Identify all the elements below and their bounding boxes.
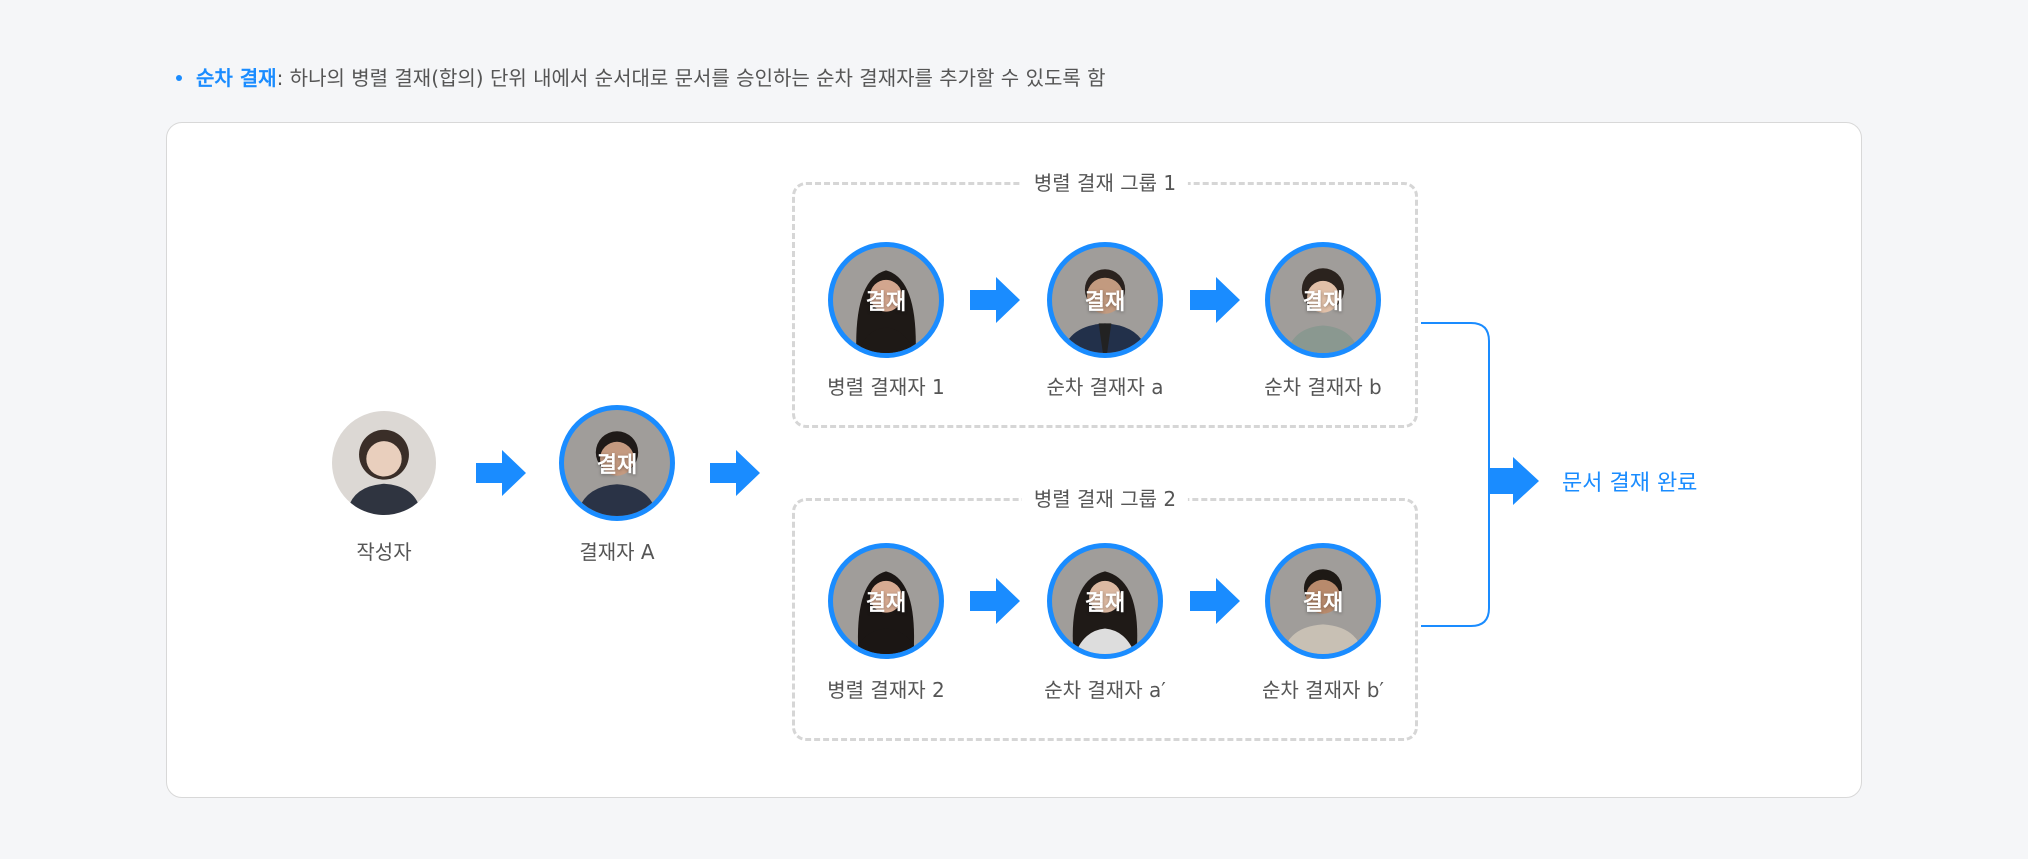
bullet-dot [176, 74, 182, 81]
approval-badge: 결재 [1084, 591, 1126, 616]
approver-label: 병렬 결재자 1 [827, 375, 945, 399]
author-avatar [332, 411, 436, 515]
group-title: 병렬 결재 그룹 1 [1021, 169, 1189, 197]
arrow-right-icon [970, 277, 1020, 323]
parallel-approver-1-avatar: 결재 [828, 242, 944, 358]
person-icon [854, 571, 918, 654]
approval-complete-label: 문서 결재 완료 [1562, 471, 1698, 496]
person-icon [576, 431, 658, 516]
author-label: 작성자 [356, 540, 412, 564]
description-bullet: 순차 결재: 하나의 병렬 결재(합의) 단위 내에서 순서대로 문서를 승인하… [176, 64, 1106, 92]
approval-badge: 결재 [1302, 591, 1344, 616]
sequential-approver-b-avatar: 결재 [1265, 242, 1381, 358]
arrow-right-icon [1190, 277, 1240, 323]
person-icon [1062, 269, 1148, 353]
approver-label: 순차 결재자 b [1264, 375, 1382, 399]
approval-badge: 결재 [1084, 290, 1126, 315]
arrow-right-icon [710, 450, 760, 496]
sequential-approver-a-avatar: 결재 [1047, 242, 1163, 358]
description-term: 순차 결재 [196, 66, 277, 90]
arrow-right-icon [1489, 457, 1539, 505]
approval-badge: 결재 [1302, 290, 1344, 315]
approval-badge: 결재 [865, 591, 907, 616]
group-title: 병렬 결재 그룹 2 [1021, 485, 1189, 513]
person-icon [346, 429, 422, 515]
approver-a-label: 결재자 A [579, 540, 655, 564]
approver-label: 순차 결재자 a′ [1044, 678, 1166, 702]
approval-badge: 결재 [865, 290, 907, 315]
arrow-right-icon [476, 450, 526, 496]
flow-diagram-card [166, 122, 1862, 798]
sequential-approver-a-prime-avatar: 결재 [1047, 543, 1163, 659]
person-icon [1072, 571, 1138, 654]
approval-badge: 결재 [596, 453, 638, 478]
person-icon [856, 270, 916, 353]
approver-label: 병렬 결재자 2 [827, 678, 945, 702]
arrow-right-icon [970, 578, 1020, 624]
parallel-group-1: 병렬 결재 그룹 1 [792, 169, 1418, 428]
person-icon [1282, 569, 1364, 654]
description-text: : 하나의 병렬 결재(합의) 단위 내에서 순서대로 문서를 승인하는 순차 … [276, 66, 1106, 90]
approver-label: 순차 결재자 b′ [1262, 678, 1384, 702]
parallel-group-2: 병렬 결재 그룹 2 [792, 485, 1418, 741]
approver-a-avatar: 결재 [559, 405, 675, 521]
approver-label: 순차 결재자 a [1046, 375, 1164, 399]
sequential-approver-b-prime-avatar: 결재 [1265, 543, 1381, 659]
arrow-right-icon [1190, 578, 1240, 624]
merge-connector [1421, 322, 1539, 627]
person-icon [1286, 268, 1360, 353]
parallel-approver-2-avatar: 결재 [828, 543, 944, 659]
